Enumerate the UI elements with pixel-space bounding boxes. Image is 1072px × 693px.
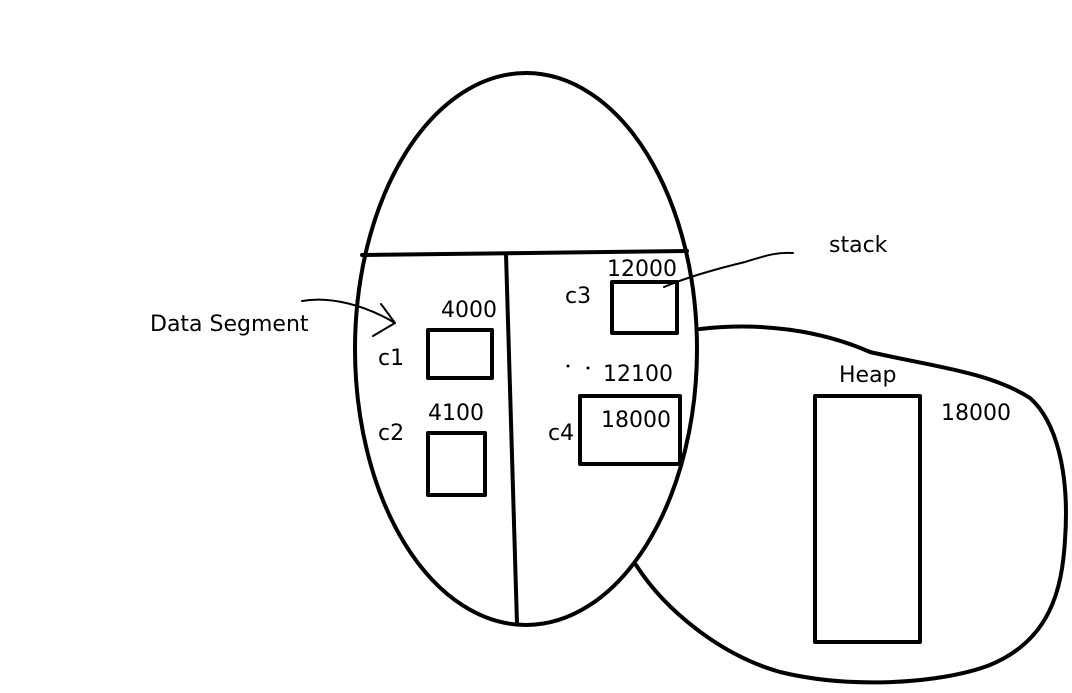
c2-box [426, 431, 487, 497]
stack-label: stack [829, 233, 888, 258]
c4-value: 18000 [601, 408, 671, 433]
c3-label: c3 [565, 284, 592, 309]
c4-box [578, 394, 682, 466]
stray-mark [586, 366, 590, 370]
data-segment-arrow [301, 298, 396, 324]
c3-box [610, 280, 679, 335]
heap-label: Heap [839, 363, 897, 388]
c1-box [426, 328, 494, 380]
c3-address: 12000 [607, 257, 677, 282]
stack-pointer-line [663, 251, 794, 288]
c4-label: c4 [548, 421, 575, 446]
memory-horizontal-divider [360, 249, 689, 257]
c2-label: c2 [378, 421, 405, 446]
memory-vertical-divider [504, 252, 519, 626]
heap-object-address: 18000 [941, 401, 1011, 426]
heap-object-box [813, 394, 922, 644]
stray-mark [566, 364, 570, 368]
c1-address: 4000 [441, 298, 497, 323]
c1-label: c1 [378, 346, 405, 371]
data-segment-label: Data Segment [150, 312, 309, 337]
c2-address: 4100 [428, 401, 484, 426]
c4-address: 12100 [603, 362, 673, 387]
data-segment-arrowhead [372, 303, 396, 337]
heap-region-outline [634, 324, 1068, 685]
memory-ellipse [353, 71, 699, 627]
